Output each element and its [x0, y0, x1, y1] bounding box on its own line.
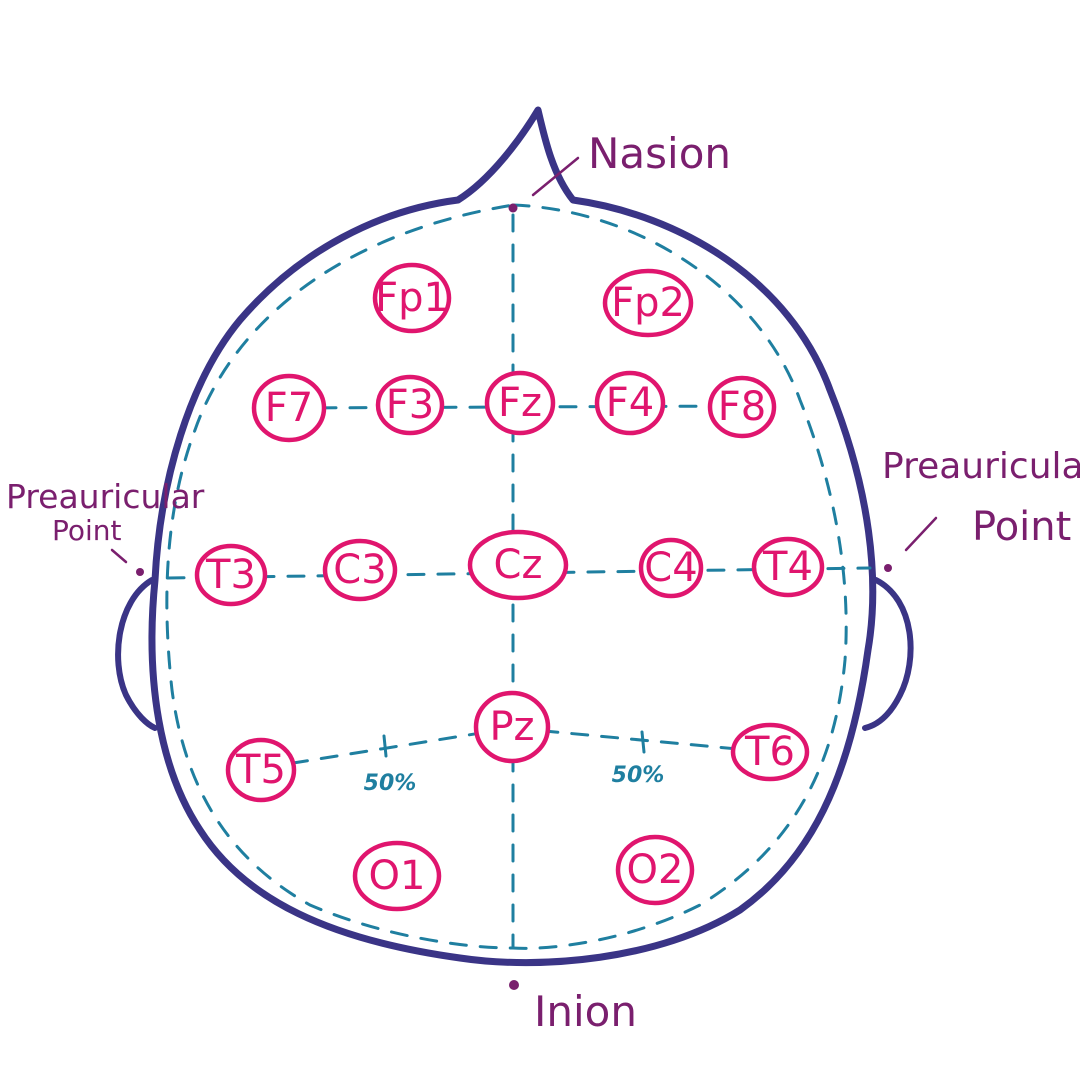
nasion-pointer — [531, 156, 580, 197]
electrode-t3: T3 — [194, 543, 268, 607]
electrode-fz: Fz — [484, 370, 556, 436]
head-outline — [148, 106, 877, 967]
electrode-pz: Pz — [473, 690, 551, 764]
electrode-f8-label: F8 — [718, 384, 766, 430]
parietal-right-line — [510, 726, 772, 754]
percent-label-right: 50% — [612, 763, 665, 788]
preauricular-left-dot — [136, 568, 144, 576]
electrode-fp1-label: Fp1 — [375, 275, 449, 321]
electrode-f8: F8 — [707, 375, 777, 439]
tick-right-50 — [640, 730, 646, 754]
electrode-fp1: Fp1 — [372, 262, 452, 334]
inion-dot — [509, 980, 519, 990]
electrode-f7: F7 — [251, 373, 327, 443]
electrode-c3-label: C3 — [333, 547, 386, 593]
electrode-o1-label: O1 — [369, 853, 426, 899]
preauricular-right-label-line1: Preauricular — [882, 446, 1080, 487]
electrode-fp2: Fp2 — [602, 268, 694, 338]
parietal-left-line — [260, 726, 514, 770]
electrode-cz: Cz — [467, 529, 569, 601]
preauricular-left-label-line2: Point — [52, 514, 122, 547]
electrode-f3: F3 — [375, 374, 445, 436]
inion-label: Inion — [534, 987, 637, 1036]
electrode-f7-label: F7 — [265, 385, 313, 431]
tick-left-50 — [382, 734, 388, 758]
preauricular-left-pointer — [110, 548, 128, 564]
electrode-t6-label: T6 — [744, 729, 795, 775]
electrode-cz-label: Cz — [494, 542, 543, 588]
electrode-t3-label: T3 — [205, 552, 256, 598]
right-ear — [862, 577, 914, 731]
electrode-o2-label: O2 — [627, 847, 684, 893]
electrode-pz-label: Pz — [489, 704, 534, 750]
electrode-f4: F4 — [594, 370, 666, 436]
nasion-dot — [508, 203, 518, 213]
preauricular-right-label-line2: Point — [972, 504, 1071, 550]
electrode-f4-label: F4 — [606, 380, 654, 426]
electrode-c3: C3 — [322, 538, 398, 602]
percent-label-left: 50% — [364, 771, 417, 796]
electrode-c4-label: C4 — [644, 545, 697, 591]
electrode-o2: O2 — [615, 834, 695, 906]
preauricular-right-pointer — [904, 516, 938, 552]
electrode-t4-label: T4 — [762, 544, 813, 590]
electrode-t6: T6 — [730, 722, 810, 782]
electrode-f3-label: F3 — [386, 382, 434, 428]
electrode-c4: C4 — [638, 537, 704, 599]
electrode-o1: O1 — [352, 840, 442, 912]
electrode-fz-label: Fz — [498, 380, 542, 426]
electrode-t5-label: T5 — [235, 747, 286, 793]
electrode-fp2-label: Fp2 — [611, 280, 685, 326]
preauricular-left-label-line1: Preauricular — [6, 477, 205, 516]
electrode-t4: T4 — [751, 536, 825, 598]
nasion-label: Nasion — [588, 129, 731, 178]
preauricular-right-dot — [884, 564, 892, 572]
left-ear — [115, 577, 158, 731]
electrode-t5: T5 — [225, 737, 297, 803]
